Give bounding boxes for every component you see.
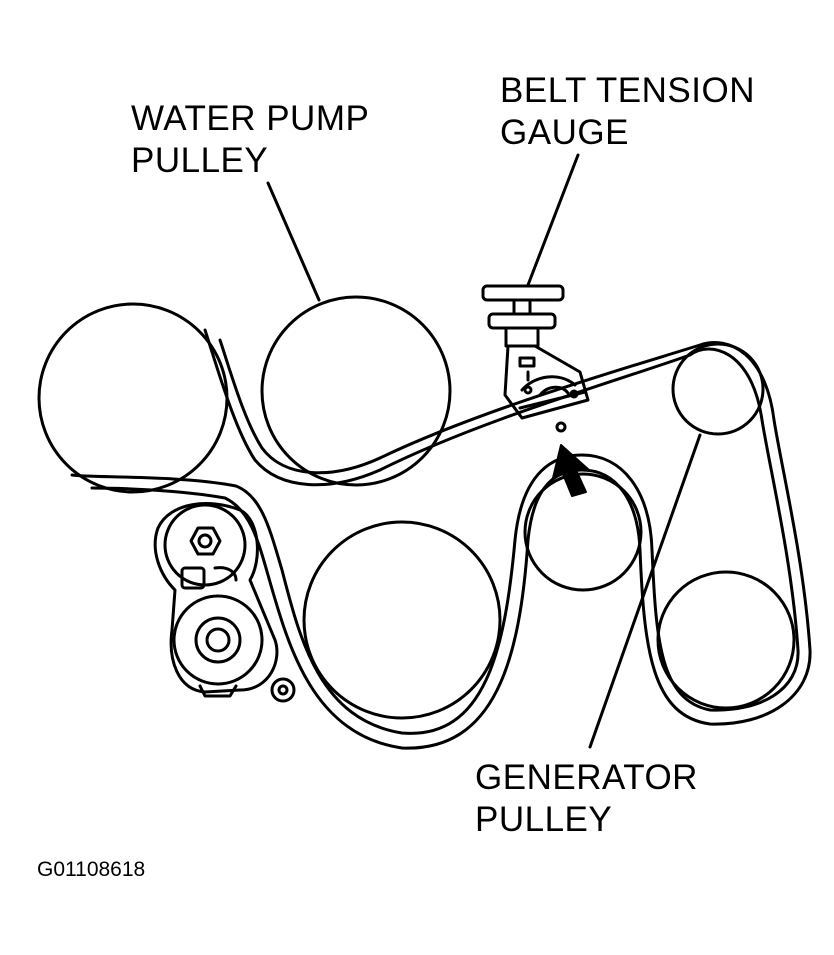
generator-pulley-label: GENERATOR PULLEY: [475, 757, 698, 841]
upper-right-idler-pulley: [671, 342, 765, 436]
water-pump-pulley-label: WATER PUMP PULLEY: [131, 98, 369, 182]
generator-pulley: [523, 472, 643, 592]
belt-tension-gauge-tool: [481, 284, 590, 433]
water-pump-pulley: [260, 295, 452, 487]
lower-center-pulley: [302, 520, 502, 720]
figure-id: G01108618: [37, 858, 146, 881]
water-pump-pulley-label-line2: PULLEY: [131, 141, 269, 180]
push-arrow: [552, 444, 590, 497]
gauge-leader-line: [526, 153, 580, 287]
water-pump-pulley-label-line1: WATER PUMP: [131, 99, 370, 138]
generator-pulley-label-line2: PULLEY: [475, 800, 613, 839]
water-pump-leader-line: [266, 181, 321, 302]
crankshaft-pulley: [37, 302, 229, 494]
drive-belt-inner: [90, 338, 812, 750]
drive-belt-outer: [70, 328, 800, 735]
belt-tension-gauge-label-line2: GAUGE: [500, 113, 629, 152]
belt-tension-gauge-label-line1: BELT TENSION: [500, 71, 755, 110]
generator-leader-line: [588, 433, 702, 749]
belt-tension-gauge-label: BELT TENSION GAUGE: [500, 70, 755, 154]
belt-tensioner: [153, 502, 296, 703]
generator-pulley-label-line1: GENERATOR: [475, 758, 698, 797]
lower-right-pulley: [656, 570, 796, 710]
